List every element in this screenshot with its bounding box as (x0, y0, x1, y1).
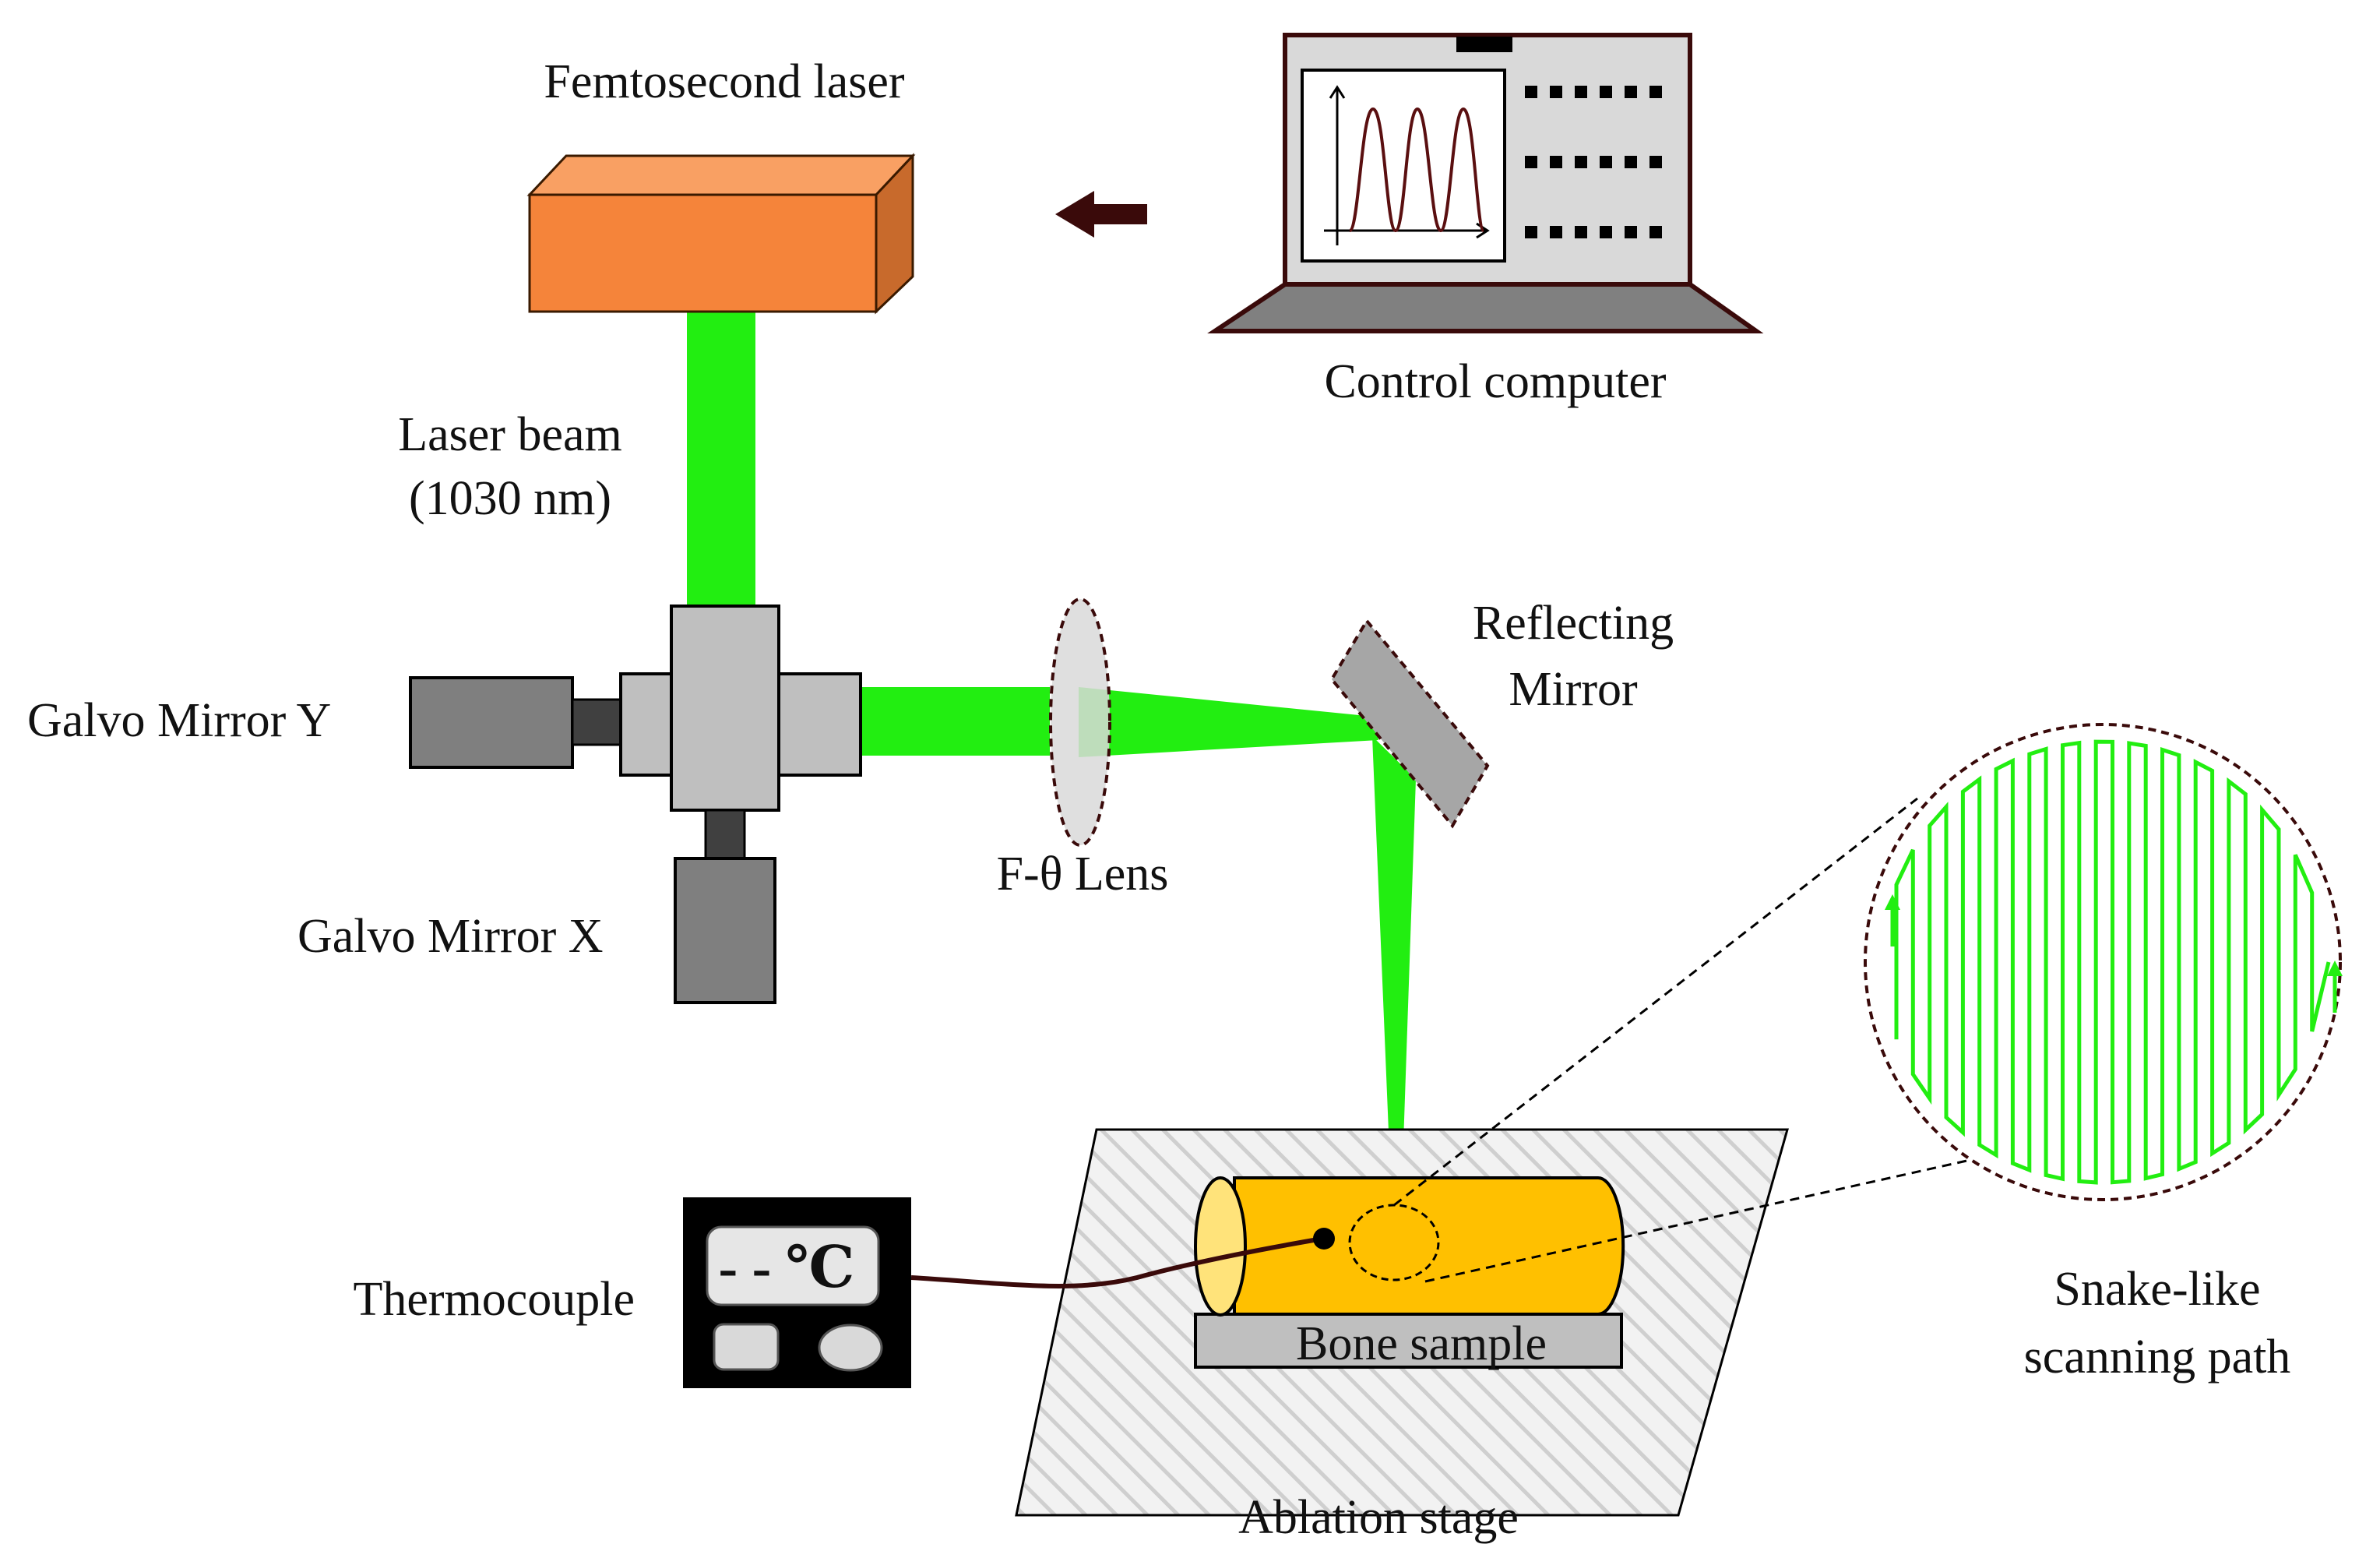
status-dot (1625, 86, 1637, 98)
snake-path-label-line2: scanning path (2024, 1331, 2291, 1384)
status-dot (1625, 226, 1637, 238)
status-dot (1600, 156, 1612, 168)
galvo-x-shaft (704, 809, 746, 860)
status-dot (1649, 156, 1662, 168)
thermometer-button-round (818, 1324, 883, 1372)
femtosecond-laser (526, 153, 916, 315)
reflecting-mirror-label-line2: Mirror (1509, 663, 1638, 716)
femtosecond-laser-label: Femtosecond laser (544, 55, 905, 108)
bone-end-face (1194, 1176, 1247, 1317)
status-dot (1600, 86, 1612, 98)
control-computer (1207, 33, 1764, 333)
status-dot (1575, 226, 1587, 238)
scan-path-inset (1864, 723, 2342, 1201)
status-dot (1649, 226, 1662, 238)
beam-vertical (687, 310, 755, 606)
beam-to-lens (861, 687, 1050, 756)
reflecting-mirror-label: Reflecting (1473, 597, 1674, 650)
zoom-line-bottom (1424, 1155, 1985, 1283)
ablation-stage-label: Ablation stage (1238, 1491, 1519, 1544)
status-dot (1525, 86, 1537, 98)
snake-scan-path (1894, 739, 2331, 1185)
bone-sample-cylinder (1194, 1176, 1625, 1317)
arrow-up-icon (1885, 894, 1900, 946)
control-computer-label: Control computer (1324, 355, 1666, 408)
laser-beam-label: Laser beam (398, 408, 621, 461)
galvo-mirror-x-label: Galvo Mirror X (298, 910, 604, 963)
f-theta-lens (1049, 597, 1111, 847)
galvo-mirror-y-label: Galvo Mirror Y (27, 694, 331, 747)
status-dot (1649, 86, 1662, 98)
galvo-left-block (619, 672, 673, 777)
thermocouple-wire (910, 1236, 1323, 1288)
thermometer-reading: - - ℃ (719, 1236, 855, 1300)
galvo-y-motor (409, 676, 574, 769)
beam-converging (1079, 687, 1378, 757)
chart-window (1301, 69, 1506, 263)
status-dot (1550, 156, 1562, 168)
status-dot (1600, 226, 1612, 238)
thermometer-display (706, 1225, 880, 1306)
status-dot (1550, 86, 1562, 98)
laser-beam-wavelength-label: (1030 nm) (409, 472, 611, 525)
webcam (1456, 37, 1512, 52)
bone-sample-label: Bone sample (1296, 1317, 1547, 1370)
thermocouple-probe-tip (1313, 1228, 1335, 1250)
laser-box-front (528, 193, 878, 313)
galvo-x-motor (674, 857, 776, 1004)
snake-path-label: Snake-like (2054, 1263, 2260, 1316)
laptop-keyboard-base (1207, 282, 1764, 333)
galvo-right-block (777, 672, 862, 777)
status-dot (1625, 156, 1637, 168)
waveform-icon (1324, 85, 1490, 245)
thermometer: - - ℃ (683, 1197, 911, 1388)
status-dot (1525, 226, 1537, 238)
arrow-left-icon (1055, 191, 1147, 238)
thermocouple-label: Thermocouple (353, 1273, 635, 1326)
beam-focused-down (1372, 736, 1416, 1188)
galvo-y-shaft (571, 698, 622, 746)
laser-beam (687, 310, 1416, 1188)
galvo-center-block (670, 605, 780, 812)
zoom-line-top (1393, 797, 1918, 1207)
laser-box-top (526, 154, 916, 196)
status-dot (1575, 156, 1587, 168)
status-dot (1525, 156, 1537, 168)
status-dot (1550, 226, 1562, 238)
thermometer-button-square (713, 1323, 780, 1371)
f-theta-lens-label: F-θ Lens (997, 848, 1169, 901)
arrow-up-icon (2327, 961, 2343, 1013)
status-dot (1575, 86, 1587, 98)
reflecting-mirror (1329, 618, 1490, 829)
bone-sample-base (1194, 1313, 1623, 1369)
galvo-scanner (409, 605, 862, 1004)
status-dots (1525, 86, 1662, 238)
